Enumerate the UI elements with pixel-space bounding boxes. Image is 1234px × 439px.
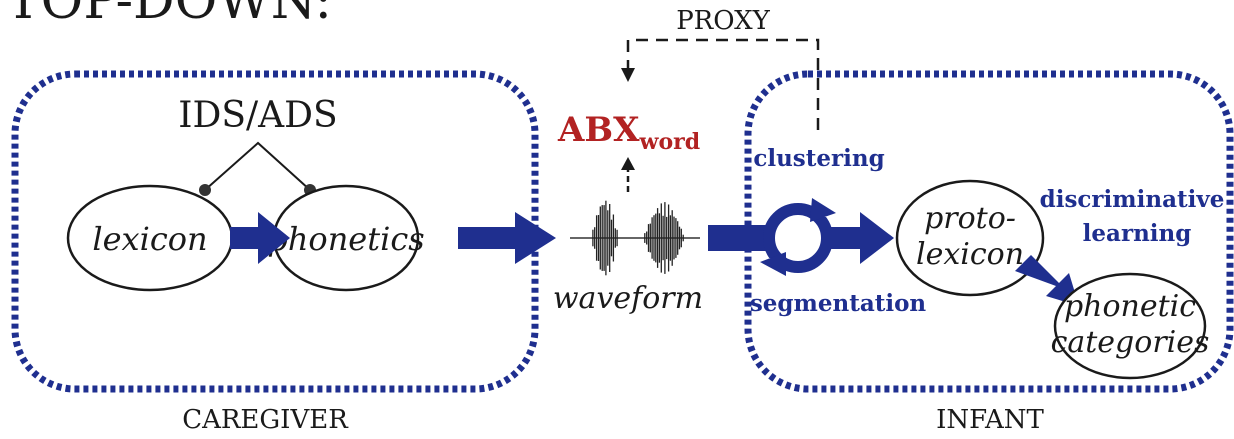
ids-ads-connector <box>204 141 311 191</box>
infant-group-label: INFANT <box>936 405 1044 434</box>
arrow-lexicon-to-phonetics <box>230 212 290 264</box>
abx-main: ABX <box>557 110 640 150</box>
phonetic-categories-node <box>1053 272 1207 380</box>
waveform-graphic <box>570 200 700 276</box>
caregiver-group-border <box>11 70 539 393</box>
ids-ads-label: IDS/ADS <box>178 95 337 136</box>
arrow-protolexicon-to-categories <box>1015 255 1079 306</box>
discriminative-label-line1: discriminative <box>1040 186 1225 213</box>
proxy-arrow-head-down <box>621 68 635 82</box>
dashed-arrow-head-up <box>621 157 635 170</box>
caregiver-group-label: CAREGIVER <box>182 405 349 434</box>
protolexicon-node <box>895 179 1045 297</box>
heading-partial: TOP-DOWN: <box>6 0 332 31</box>
discriminative-label-line2: learning <box>1083 220 1192 247</box>
lexicon-label: lexicon <box>92 220 207 258</box>
connector-dot-lexicon <box>199 184 211 196</box>
phonetic-categories-line1: phonetic <box>1064 289 1196 324</box>
arrow-cycle-to-protolexicon <box>828 212 894 264</box>
proxy-label: PROXY <box>676 6 770 36</box>
phonetics-label: phonetics <box>267 220 424 258</box>
phonetic-categories-line2: categories <box>1051 325 1210 360</box>
protolexicon-label-line1: proto- <box>924 201 1016 236</box>
abx-subscript: word <box>639 129 701 155</box>
protolexicon-label-line2: lexicon <box>916 237 1024 272</box>
clustering-label: clustering <box>753 145 884 172</box>
proxy-dashed-path <box>626 38 820 130</box>
arrow-waveform-to-cycle <box>708 225 770 251</box>
waveform-label: waveform <box>553 281 703 316</box>
abx-label: ABXword <box>557 110 700 155</box>
arrow-caregiver-to-waveform <box>458 212 556 264</box>
segmentation-label: segmentation <box>750 290 927 317</box>
clustering-segmentation-cycle <box>760 198 836 276</box>
